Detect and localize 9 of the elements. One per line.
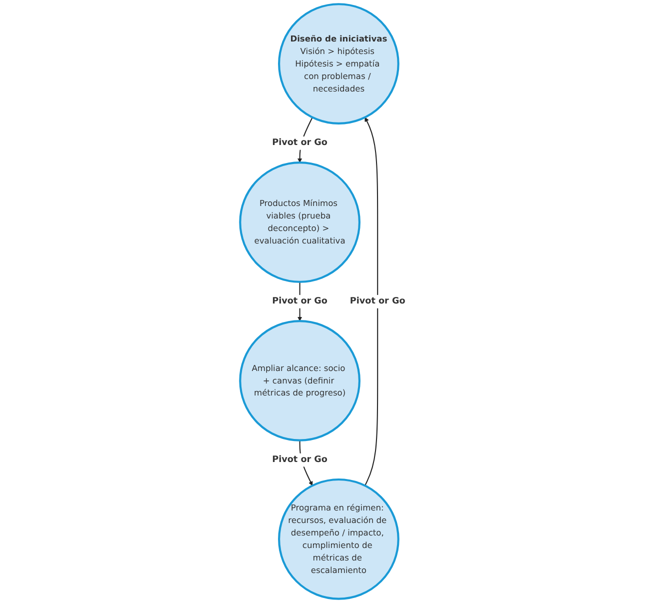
edge-label: Pivot or Go [272, 296, 328, 306]
edge-label: Pivot or Go [350, 296, 406, 306]
node-circle: Productos Mínimos viables (prueba deconcepto) > evaluación cualitativa [239, 162, 361, 283]
arrow [364, 117, 378, 486]
node-circle: Ampliar alcance: socio + canvas (definir métricas de progreso) [239, 320, 361, 442]
node-circle: Programa en régimen: recursos, evaluación de desempeño / impacto, cumplimiento de métricas de escalamiento [278, 478, 400, 600]
edge-label: Pivot or Go [272, 137, 328, 148]
edge-label: Pivot or Go [272, 454, 328, 465]
node-circle: Diseño de iniciativas Visión > hipótesis Hipótesis > empatía con problemas / necesidades [278, 3, 400, 124]
